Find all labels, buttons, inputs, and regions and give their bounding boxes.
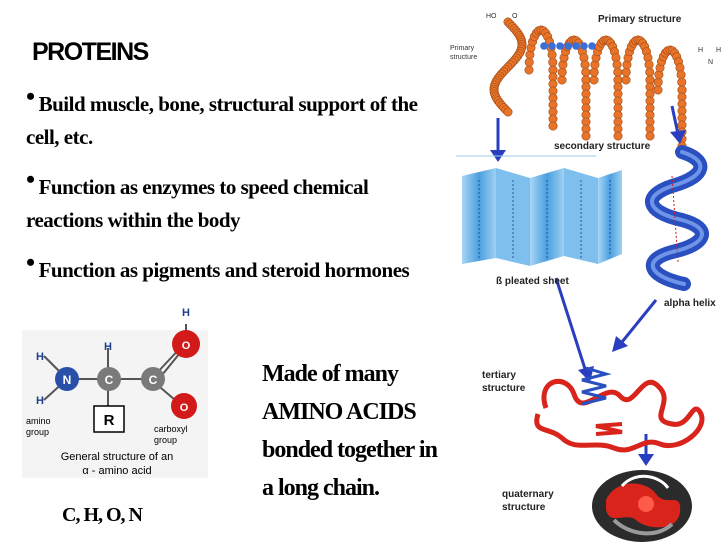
- r-group-box: [93, 405, 125, 433]
- hydrogen-atom: H: [36, 351, 44, 363]
- bullet-marker: •: [26, 165, 35, 194]
- amino-acid-bead: [548, 57, 558, 67]
- chem-label: HO: [486, 13, 497, 20]
- amino-acid-bead: [621, 75, 631, 85]
- primary-side-label: Primary: [450, 45, 475, 52]
- nitrogen-atom: [55, 367, 79, 391]
- amino-acid-bead: [564, 42, 572, 50]
- bullet-text: Build muscle, bone, structural support o…: [26, 92, 418, 149]
- secondary-structure-label: secondary structure: [554, 141, 651, 152]
- amino-acid-bead: [621, 67, 631, 77]
- chem-label: H: [716, 47, 721, 54]
- amino-acid-bead: [677, 77, 687, 87]
- amino-acid-bead: [589, 75, 599, 85]
- bullet-text: Function as pigments and steroid hormone…: [38, 258, 410, 282]
- beta-pleated-sheet: [462, 168, 622, 266]
- bullet-item: •Build muscle, bone, structural support …: [26, 80, 426, 154]
- amino-acid-bead: [556, 42, 564, 50]
- amino-acid-bead: [613, 131, 623, 141]
- elements-list: C, H, O, N: [62, 504, 143, 526]
- bullet-item: •Function as pigments and steroid hormon…: [26, 246, 426, 287]
- amino-acid-bead: [580, 60, 590, 70]
- amino-group-label: amino: [26, 416, 51, 426]
- primary-bead-chain: [489, 17, 687, 151]
- amino-acid-bead: [589, 67, 599, 77]
- amino-group-label: group: [26, 427, 49, 437]
- amino-acid-bead: [572, 42, 580, 50]
- hydrogen-atom: H: [36, 395, 44, 407]
- hydrogen-atom: H: [182, 307, 190, 319]
- amino-acid-bead: [557, 67, 567, 77]
- amino-acid-bead: [581, 67, 591, 77]
- atom-label: N: [63, 373, 72, 387]
- quaternary-structure-label: quaternary: [502, 489, 554, 500]
- tertiary-structure-label: structure: [482, 383, 526, 394]
- diagram-caption: General structure of an: [61, 451, 174, 463]
- amino-acid-bead: [588, 42, 596, 50]
- amino-acid-bead: [676, 70, 686, 80]
- oxygen-atom: [171, 393, 197, 419]
- atom-label: O: [182, 340, 191, 352]
- oxygen-atom: [172, 330, 200, 358]
- atom-label: C: [149, 373, 158, 387]
- carboxyl-group-label: group: [154, 435, 177, 445]
- chem-label: H: [698, 47, 703, 54]
- amino-acid-bead: [653, 77, 663, 87]
- carboxyl-group-label: carboxyl: [154, 424, 188, 434]
- quaternary-structure-label: structure: [502, 502, 546, 513]
- tertiary-structure-label: tertiary: [482, 370, 516, 381]
- amino-acid-bead: [645, 67, 655, 77]
- amino-acid-bead: [645, 131, 655, 141]
- amino-acid-bead: [644, 60, 654, 70]
- carboxyl-carbon-atom: [141, 367, 165, 391]
- bullet-marker: •: [26, 82, 35, 111]
- alpha-carbon-atom: [97, 367, 121, 391]
- hydrogen-atom: H: [104, 341, 112, 353]
- r-group-label: R: [104, 412, 115, 429]
- amino-acid-diagram: N C C O O H H H H R amino group carboxyl…: [22, 307, 208, 478]
- quaternary-structure: [592, 470, 692, 542]
- tertiary-structure: [534, 366, 705, 453]
- protein-structure-diagram: Primary structure Primary structure HO O…: [450, 13, 721, 542]
- bullet-item: •Function as enzymes to speed chemical r…: [26, 163, 426, 237]
- bullet-text: Function as enzymes to speed chemical re…: [26, 175, 369, 232]
- amino-acid-bead: [653, 85, 663, 95]
- bullet-list: •Build muscle, bone, structural support …: [26, 80, 426, 296]
- alpha-helix-label: alpha helix: [664, 298, 716, 309]
- amino-acid-bead: [547, 50, 557, 60]
- bullet-marker: •: [26, 248, 35, 277]
- amino-acid-bead: [524, 65, 534, 75]
- amino-acid-bead: [612, 60, 622, 70]
- chem-label: N: [708, 59, 713, 66]
- primary-structure-label: Primary structure: [598, 14, 682, 25]
- slide-title: PROTEINS: [32, 38, 149, 66]
- primary-side-label: structure: [450, 54, 477, 61]
- amino-acid-bead: [524, 57, 534, 67]
- amino-acid-bead: [503, 107, 513, 117]
- beta-sheet-label: ß pleated sheet: [496, 276, 569, 287]
- amino-acid-bead: [613, 67, 623, 77]
- amino-acid-bead: [557, 75, 567, 85]
- chem-label: O: [512, 13, 518, 20]
- diagram-caption: α - amino acid: [82, 465, 151, 477]
- amino-acid-bead: [540, 42, 548, 50]
- atom-label: C: [105, 373, 114, 387]
- amino-acid-statement: Made of many AMINO ACIDS bonded together…: [262, 361, 438, 501]
- amino-acid-bead: [548, 121, 558, 131]
- alpha-helix: [645, 145, 709, 291]
- amino-acid-bead: [580, 42, 588, 50]
- amino-acid-bead: [581, 131, 591, 141]
- atom-label: O: [180, 402, 189, 414]
- amino-acid-bead: [548, 42, 556, 50]
